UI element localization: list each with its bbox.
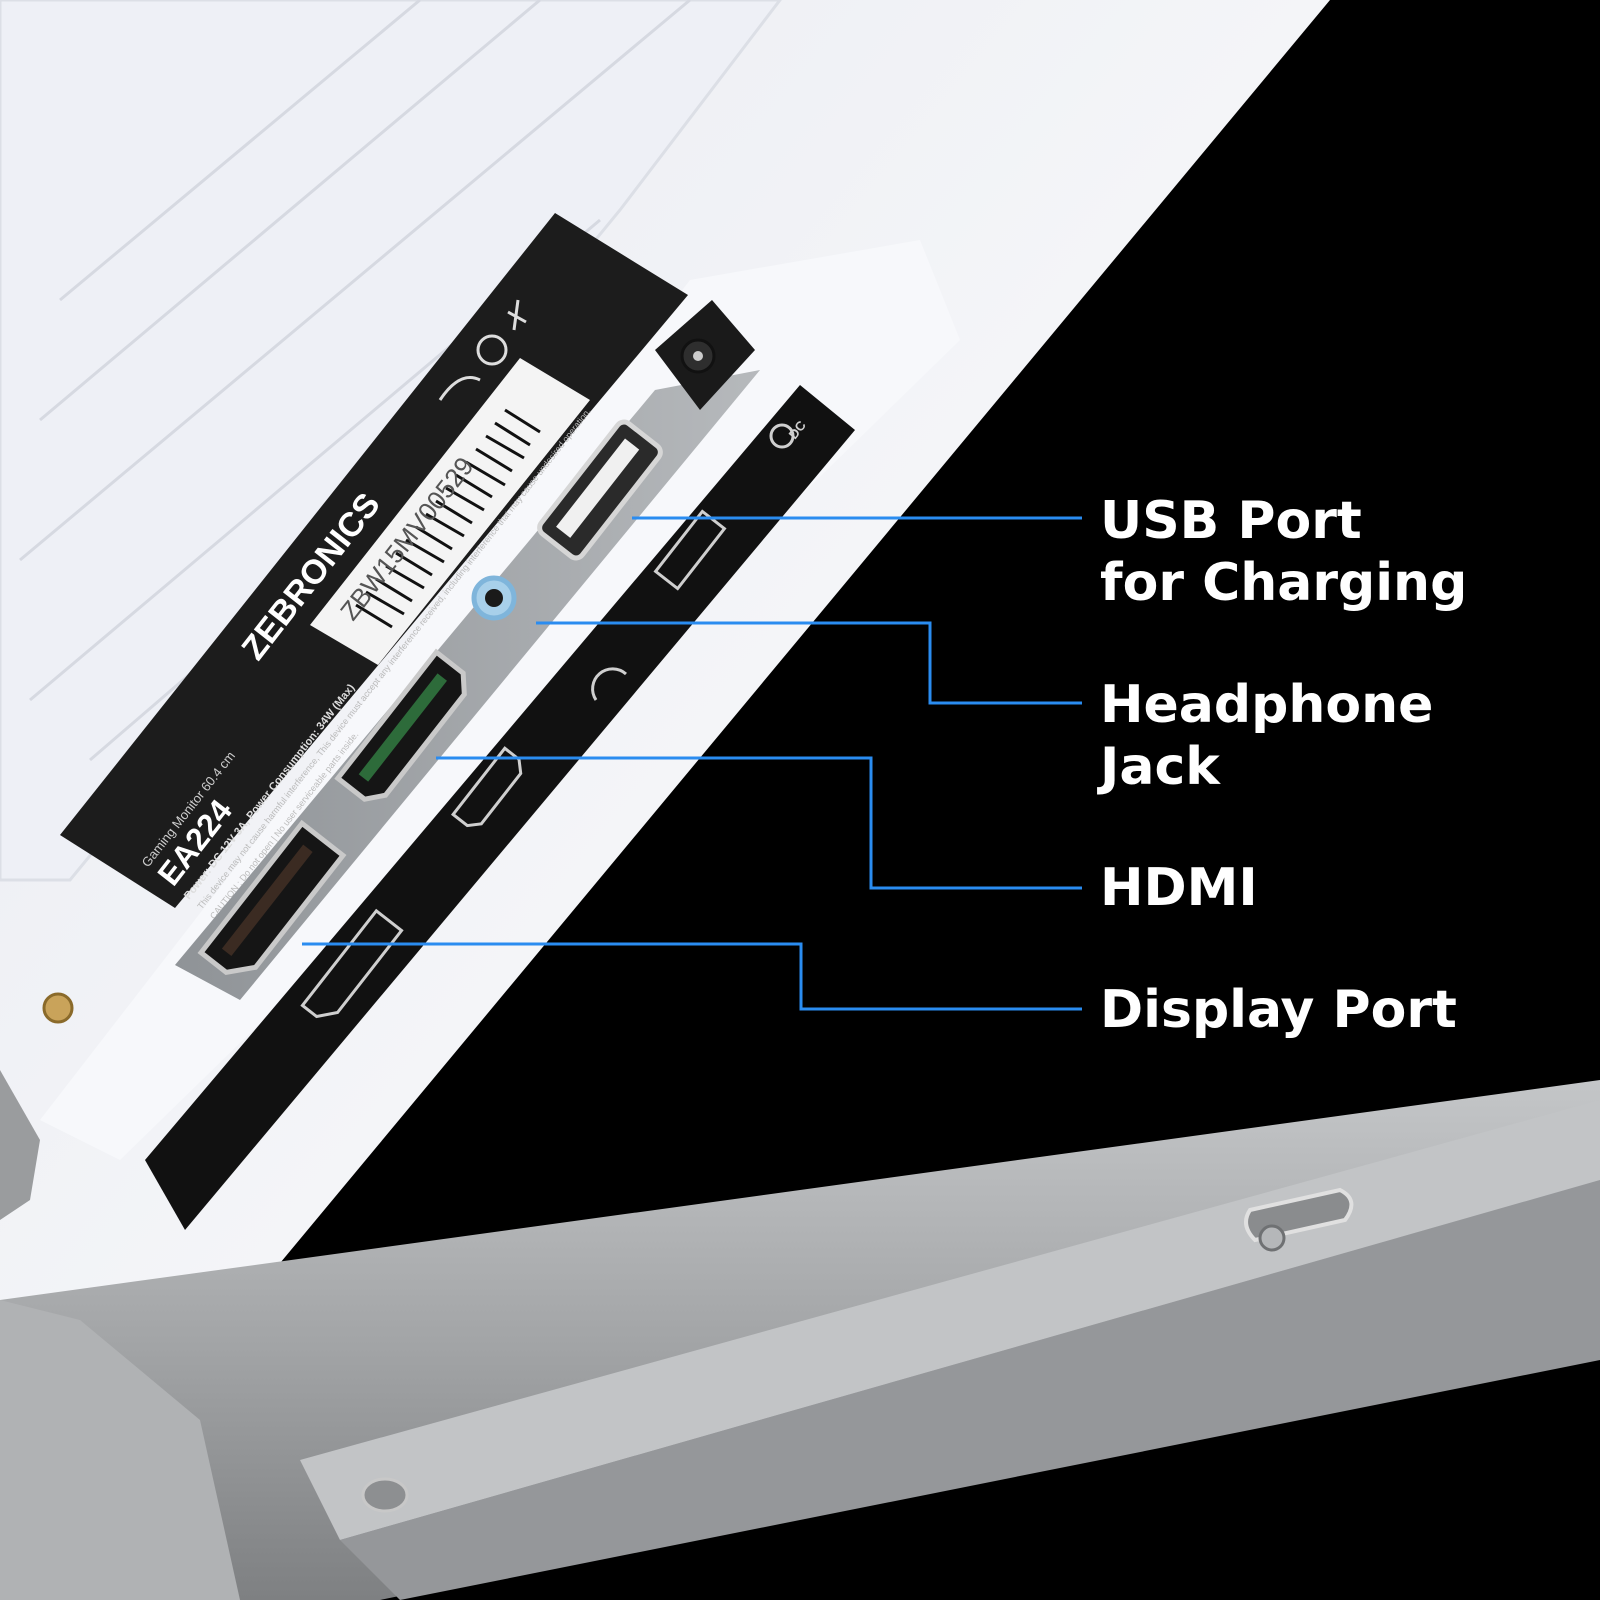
usb-label-line2: for Charging (1100, 553, 1468, 613)
usb-label-line1: USB Port (1100, 491, 1362, 551)
screw-insert (42, 992, 74, 1024)
stand-screw (1258, 1224, 1286, 1252)
hdmi-port (334, 648, 467, 802)
stand-front-face (340, 1180, 1600, 1600)
barcode (355, 408, 541, 629)
headphone-jack-label: Headphone Jack (1100, 674, 1433, 798)
hdmi-label: HDMI (1100, 857, 1258, 919)
displayport-label-line1: Display Port (1100, 980, 1457, 1040)
callout-lines (302, 516, 1082, 1011)
headphone-label-line2: Jack (1100, 737, 1220, 797)
displayport-callout-line (302, 942, 1082, 1011)
hdmi-symbol-icon (451, 746, 523, 828)
hinge-bracket (0, 1070, 40, 1220)
hdmi-label-line1: HDMI (1100, 858, 1258, 918)
icon-strip (145, 385, 855, 1230)
headphone-label-line1: Headphone (1100, 675, 1434, 735)
weee-bin-icon (507, 299, 527, 331)
stand-rubber-foot (361, 1477, 409, 1513)
barcode-patch (310, 358, 590, 665)
usb-symbol-icon (653, 509, 727, 591)
usb-port-label: USB Port for Charging (1100, 490, 1467, 614)
displayport-symbol-icon (300, 908, 404, 1019)
headphone-symbol-icon (591, 667, 628, 701)
headphone-callout-line (536, 621, 1082, 705)
displayport-port (197, 819, 347, 975)
energy-logo-icon (438, 376, 481, 401)
displayport-label: Display Port (1100, 979, 1457, 1041)
headphone-jack-hole (485, 589, 503, 607)
dc-symbol-icon (769, 423, 795, 449)
hdmi-callout-line (436, 756, 1082, 890)
dc-pin (693, 351, 703, 361)
strip-icons (300, 423, 795, 1019)
recycle-logo-icon (476, 334, 508, 366)
stand-neck (0, 1300, 240, 1600)
usb-port (537, 419, 663, 561)
